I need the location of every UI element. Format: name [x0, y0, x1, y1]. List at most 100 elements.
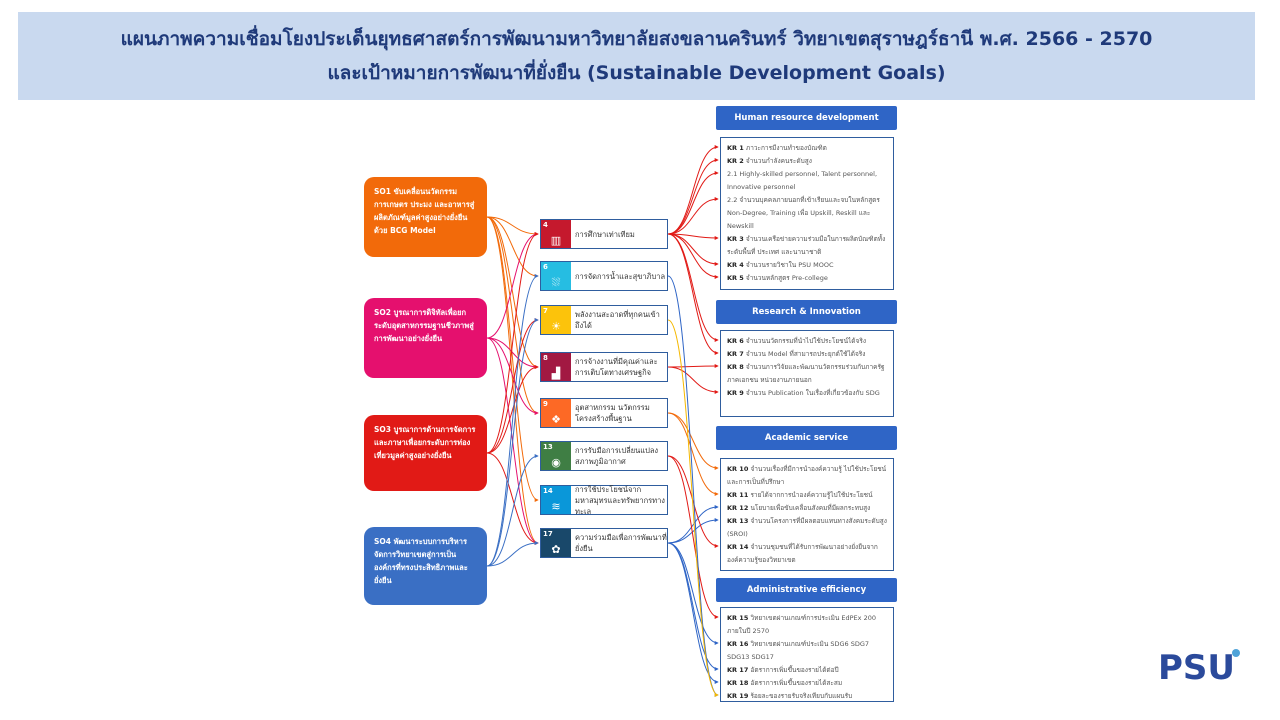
kr-id: KR 9: [727, 389, 744, 397]
cubes-icon: ❖: [551, 413, 561, 426]
kr-text: จำนวนรายวิชาใน PSU MOOC: [745, 261, 834, 269]
sdg-label: อุตสาหกรรม นวัตกรรมโครงสร้างพื้นฐาน: [575, 403, 650, 423]
so-sdg-link: [486, 232, 539, 339]
kr-id: KR 8: [727, 363, 744, 371]
sdg-box-9: 9❖ อุตสาหกรรม นวัตกรรมโครงสร้างพื้นฐาน: [540, 398, 668, 428]
sdg-box-7: 7☀ พลังงานสะอาดที่ทุกคนเข้าถึงได้: [540, 305, 668, 335]
water-icon: ⛆: [551, 276, 561, 289]
so-label: SO1 ขับเคลื่อนนวัตกรรมการเกษตร ประมง และ…: [374, 187, 475, 235]
book-icon: ▥: [550, 234, 562, 247]
kr-box-research: KR 6 จำนวนนวัตกรรมที่นำไปใช้ประโยชน์ได้จ…: [720, 330, 894, 417]
so-label: SO4 พัฒนาระบบการบริหารจัดการวิทยาเขตสู่ก…: [374, 537, 468, 585]
kr-text: จำนวนกำลังคนระดับสูง: [745, 157, 812, 165]
sdg-kr-link: [667, 366, 719, 394]
category-header-academic-service: Academic service: [716, 426, 897, 450]
sun-icon: ☀: [551, 320, 561, 333]
sdg-kr-link: [667, 412, 719, 496]
kr-id: KR 1: [727, 144, 744, 152]
kr-text: จำนวนเรื่องที่มีการนำองค์ความรู้ ไปใช้ปร…: [727, 465, 887, 486]
sdg-box-17: 17✿ ความร่วมมือเพื่อการพัฒนาที่ยั่งยืน: [540, 528, 668, 558]
so-sdg-link: [486, 318, 539, 567]
kr-id: KR 19: [727, 692, 749, 700]
category-header-research: Research & Innovation: [716, 300, 897, 324]
kr-text: อัตราการเพิ่มขึ้นของรายได้ต่อปี: [750, 666, 839, 674]
sdg-tile: 8▟: [541, 353, 571, 381]
kr-text: วิทยาเขตผ่านเกณฑ์ประเมิน SDG6 SDG7 SDG13…: [727, 640, 869, 661]
sdg-kr-link: [667, 542, 719, 645]
sdg-tile: 4▥: [541, 220, 571, 248]
so-sdg-link: [486, 454, 539, 567]
kr-item: KR 16 วิทยาเขตผ่านเกณฑ์ประเมิน SDG6 SDG7…: [727, 638, 887, 664]
kr-id: KR 7: [727, 350, 744, 358]
kr-item: KR 14 จำนวนชุมชนที่ได้รับการพัฒนาอย่างยั…: [727, 541, 887, 567]
so-sdg-link: [486, 365, 539, 454]
kr-item: KR 13 จำนวนโครงการที่มีผลตอบแทนทางสังคมร…: [727, 515, 887, 541]
kr-text: ร้อยละของรายรับจริงเทียบกับแผนรับ: [750, 692, 853, 700]
logo-dot: [1232, 649, 1240, 657]
kr-text: วิทยาเขตผ่านเกณฑ์การประเมิน EdPEx 200 ภา…: [727, 614, 876, 635]
kr-text: จำนวนเครือข่ายความร่วมมือในการผลิตบัณฑิต…: [727, 235, 886, 256]
so-sdg-link: [486, 216, 539, 278]
sdg-box-6: 6⛆ การจัดการน้ำและสุขาภิบาล: [540, 261, 668, 291]
so-box-2: SO2 บูรณาการดิจิทัลเพื่อยกระดับอุตสาหกรร…: [364, 298, 487, 378]
so-sdg-link: [486, 216, 539, 545]
so-sdg-link: [486, 541, 539, 567]
so-sdg-link: [486, 337, 539, 369]
partnership-flower-icon: ✿: [551, 543, 561, 556]
kr-id: KR 3: [727, 235, 744, 243]
kr-item: KR 4 จำนวนรายวิชาใน PSU MOOC: [727, 259, 887, 272]
page-title-line1: แผนภาพความเชื่อมโยงประเด็นยุทธศาสตร์การพ…: [120, 28, 1153, 50]
kr-text: จำนวน Publication ในเรื่องที่เกี่ยวข้องก…: [745, 389, 880, 397]
kr-item: KR 5 จำนวนหลักสูตร Pre-college: [727, 272, 887, 285]
sdg-kr-link: [667, 145, 719, 235]
kr-text: ภาวะการมีงานทำของบัณฑิต: [745, 144, 827, 152]
kr-item: KR 9 จำนวน Publication ในเรื่องที่เกี่ยว…: [727, 387, 887, 400]
sdg-tile: 7☀: [541, 306, 571, 334]
so-label: SO3 บูรณาการด้านการจัดการและภาษาเพื่อยกร…: [374, 425, 476, 460]
kr-text: 2.2 จำนวนบุคคลภายนอกที่เข้าเรียนและจบในห…: [727, 196, 880, 230]
kr-item: KR 15 วิทยาเขตผ่านเกณฑ์การประเมิน EdPEx …: [727, 612, 887, 638]
kr-id: KR 4: [727, 261, 744, 269]
kr-item: KR 10 จำนวนเรื่องที่มีการนำองค์ความรู้ ไ…: [727, 463, 887, 489]
kr-item: KR 12 นโยบายเพื่อขับเคลื่อนสังคมที่มีผลก…: [727, 502, 887, 515]
kr-text: จำนวนโครงการที่มีผลตอบแทนทางสังคมระดับสู…: [727, 517, 887, 538]
kr-id: KR 18: [727, 679, 749, 687]
kr-item: KR 18 อัตราการเพิ่มขึ้นของรายได้สะสม: [727, 677, 887, 690]
fish-icon: ≋: [551, 500, 561, 513]
sdg-tile: 13◉: [541, 442, 571, 470]
kr-item: 2.1 Highly-skilled personnel, Talent per…: [727, 168, 887, 194]
so-box-4: SO4 พัฒนาระบบการบริหารจัดการวิทยาเขตสู่ก…: [364, 527, 487, 605]
kr-id: KR 5: [727, 274, 744, 282]
page-title-line2: และเป้าหมายการพัฒนาที่ยั่งยืน (Sustainab…: [327, 62, 946, 84]
sdg-label: ความร่วมมือเพื่อการพัฒนาที่ยั่งยืน: [575, 533, 667, 553]
title-banner: แผนภาพความเชื่อมโยงประเด็นยุทธศาสตร์การพ…: [18, 12, 1255, 100]
sdg-box-4: 4▥ การศึกษาเท่าเทียม: [540, 219, 668, 249]
so-box-3: SO3 บูรณาการด้านการจัดการและภาษาเพื่อยกร…: [364, 415, 487, 491]
kr-id: KR 15: [727, 614, 749, 622]
kr-id: KR 12: [727, 504, 749, 512]
kr-item: KR 6 จำนวนนวัตกรรมที่นำไปใช้ประโยชน์ได้จ…: [727, 335, 887, 348]
sdg-tile: 6⛆: [541, 262, 571, 290]
kr-text: 2.1 Highly-skilled personnel, Talent per…: [727, 170, 878, 191]
kr-item: KR 17 อัตราการเพิ่มขึ้นของรายได้ต่อปี: [727, 664, 887, 677]
sdg-kr-link: [667, 364, 719, 369]
kr-id: KR 16: [727, 640, 749, 648]
category-header-administrative: Administrative efficiency: [716, 578, 897, 602]
sdg-label: การจ้างงานที่มีคุณค่าและการเติบโตทางเศรษ…: [575, 357, 658, 377]
kr-text: จำนวนชุมชนที่ได้รับการพัฒนาอย่างยั่งยืนจ…: [727, 543, 878, 564]
kr-id: KR 6: [727, 337, 744, 345]
kr-id: KR 17: [727, 666, 749, 674]
sdg-kr-link: [667, 233, 719, 279]
kr-item: KR 19 ร้อยละของรายรับจริงเทียบกับแผนรับ: [727, 690, 887, 703]
kr-id: KR 13: [727, 517, 749, 525]
sdg-box-8: 8▟ การจ้างงานที่มีคุณค่าและการเติบโตทางเ…: [540, 352, 668, 382]
eye-globe-icon: ◉: [551, 456, 561, 469]
kr-item: KR 3 จำนวนเครือข่ายความร่วมมือในการผลิตบ…: [727, 233, 887, 259]
kr-id: KR 14: [727, 543, 749, 551]
kr-text: อัตราการเพิ่มขึ้นของรายได้สะสม: [750, 679, 843, 687]
sdg-kr-link: [667, 542, 719, 684]
psu-logo: PSU: [1158, 648, 1240, 685]
kr-text: จำนวน Model ที่สามารถประยุกต์ใช้ได้จริง: [745, 350, 866, 358]
kr-text: จำนวนนวัตกรรมที่นำไปใช้ประโยชน์ได้จริง: [745, 337, 867, 345]
